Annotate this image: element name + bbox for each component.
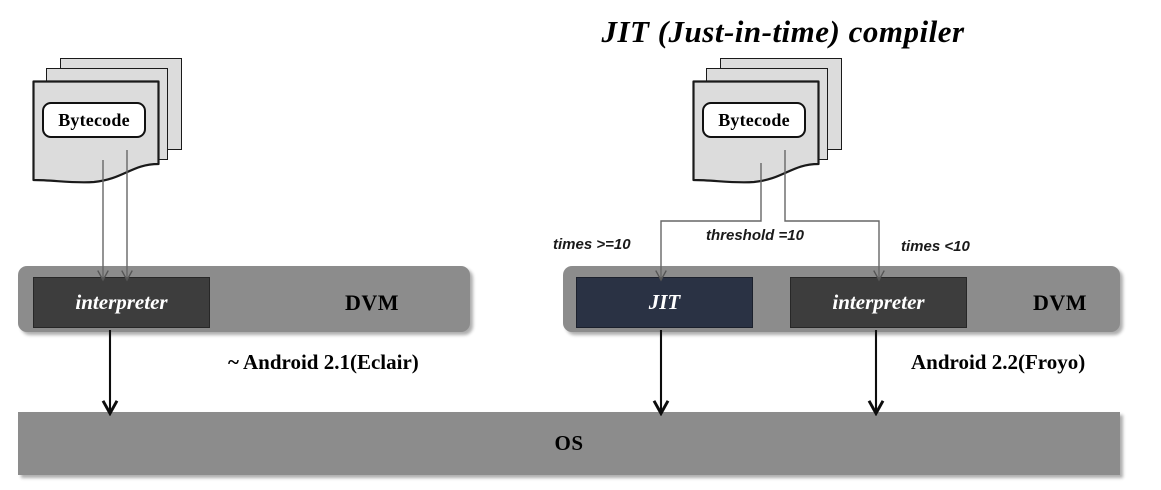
bytecode-label-left: Bytecode bbox=[42, 102, 146, 138]
os-bar: OS bbox=[18, 412, 1120, 475]
interpreter-label-right: interpreter bbox=[832, 290, 925, 314]
dvm-label-left: DVM bbox=[345, 290, 400, 315]
version-caption-right: Android 2.2(Froyo) bbox=[911, 350, 1086, 374]
os-label: OS bbox=[554, 431, 584, 455]
interpreter-label-left: interpreter bbox=[75, 290, 168, 314]
bytecode-document-stack-right: Bytecode bbox=[692, 58, 852, 188]
bytecode-document-stack-left: Bytecode bbox=[32, 58, 192, 188]
jit-box[interactable]: JIT bbox=[576, 277, 753, 328]
branch-label-threshold: threshold =10 bbox=[706, 227, 804, 244]
bytecode-label-right: Bytecode bbox=[702, 102, 806, 138]
interpreter-box-right[interactable]: interpreter bbox=[790, 277, 967, 328]
version-caption-left: ~ Android 2.1(Eclair) bbox=[228, 350, 419, 374]
interpreter-box-left[interactable]: interpreter bbox=[33, 277, 210, 328]
branch-label-times-ge-10: times >=10 bbox=[553, 236, 631, 253]
branch-label-times-lt-10: times <10 bbox=[901, 238, 970, 255]
dvm-label-right: DVM bbox=[1033, 290, 1088, 315]
page-title: JIT (Just-in-time) compiler bbox=[601, 14, 965, 49]
jit-label: JIT bbox=[648, 290, 681, 314]
